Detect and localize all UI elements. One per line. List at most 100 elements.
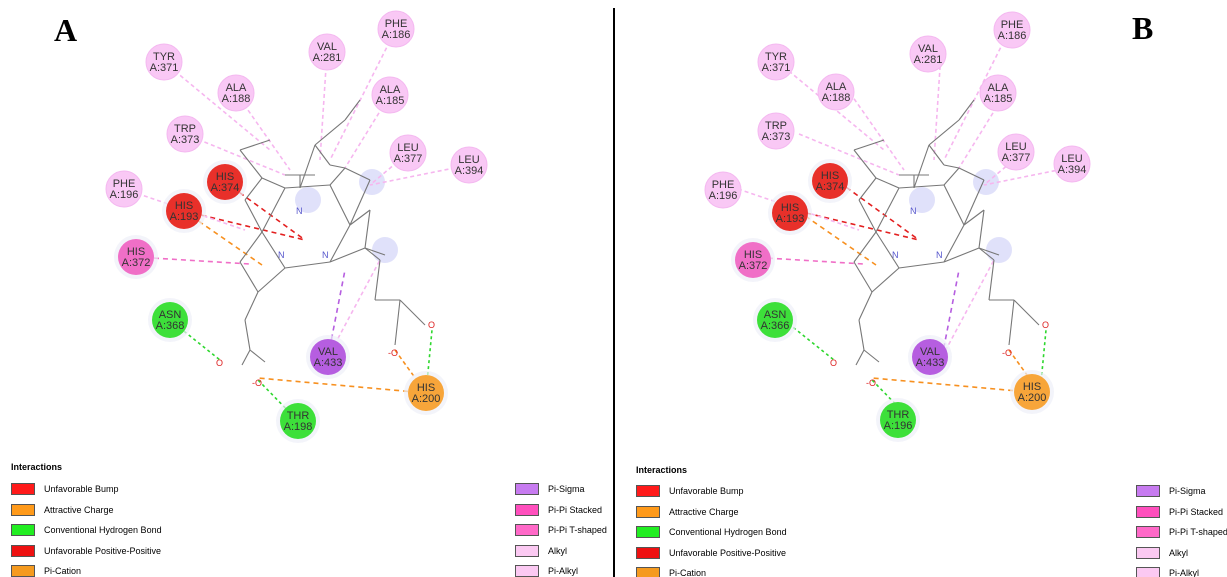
ligand-bond [898, 261, 945, 269]
legend-item: Unfavorable Positive-Positive [11, 544, 161, 558]
panel-letter: A [54, 12, 78, 48]
residue-circle [152, 302, 188, 338]
legend-label: Pi-Pi Stacked [548, 504, 603, 515]
legend-swatch [515, 483, 539, 495]
residue-id: A:394 [1058, 164, 1087, 176]
residue-id: A:377 [394, 153, 423, 165]
residue-circle [408, 375, 444, 411]
legend-swatch [11, 565, 35, 577]
ligand-bond [329, 224, 351, 263]
ligand-bond [329, 164, 346, 169]
ligand-bond [399, 299, 426, 326]
residue-circle [280, 403, 316, 439]
interaction-line [838, 181, 920, 241]
residue-circle [118, 239, 154, 275]
pi-glow [973, 169, 999, 195]
residue-id: A:368 [156, 320, 185, 332]
ligand-bond [928, 119, 960, 146]
ligand-bond [913, 144, 930, 189]
residue-name: ASN [764, 309, 787, 321]
ligand-bond [943, 224, 965, 263]
legend-swatch [11, 524, 35, 536]
residue-name: HIS [127, 246, 145, 258]
legend-swatch [515, 544, 539, 557]
residue-name: PHE [113, 178, 136, 190]
legend-item: Pi-Alkyl [515, 564, 578, 577]
residue-circle [166, 193, 202, 229]
residue-name: LEU [458, 154, 479, 166]
legend-item: Pi-Alkyl [1136, 566, 1199, 577]
ligand-bond [244, 319, 251, 351]
ligand-bond [858, 291, 873, 321]
ligand-bond [349, 179, 371, 226]
ligand-bond [963, 179, 985, 226]
ligand-bond [978, 247, 1000, 256]
nitrogen-atom-label: N [278, 250, 285, 260]
residue-id: A:198 [284, 421, 313, 433]
legend-item: Unfavorable Positive-Positive [636, 546, 786, 560]
ligand-bond [364, 247, 381, 261]
panel-divider [613, 8, 615, 577]
nitrogen-atom-label: N [910, 206, 917, 216]
residue-name: HIS [744, 249, 762, 261]
interaction-line [943, 28, 1011, 161]
legend-swatch [11, 503, 35, 516]
ligand-bond [853, 149, 877, 179]
legend-item: Alkyl [515, 544, 567, 558]
ligand-bond [344, 167, 371, 181]
legend-label: Attractive Charge [44, 504, 114, 515]
legend-swatch [515, 565, 539, 577]
interaction-line [425, 329, 433, 394]
residue-name: ALA [226, 82, 247, 94]
residue-id: A:373 [762, 131, 791, 143]
residue-name: TYR [765, 51, 787, 63]
ligand-bond [329, 184, 351, 226]
legend-label: Conventional Hydrogen Bond [44, 525, 162, 535]
ligand-bond [958, 99, 975, 121]
residue-id: A:372 [122, 257, 151, 269]
residue-id: A:186 [382, 29, 411, 41]
interaction-line [777, 61, 885, 151]
oxygen-atom-label: O [1042, 320, 1049, 330]
panel-letter: B [1132, 10, 1154, 46]
residue-circle [704, 171, 742, 209]
residue-circle [757, 112, 795, 150]
residue-id: A:433 [916, 357, 945, 369]
interaction-line [327, 259, 381, 358]
oxygen-atom-label: O [216, 358, 223, 368]
residue-circle [817, 73, 855, 111]
